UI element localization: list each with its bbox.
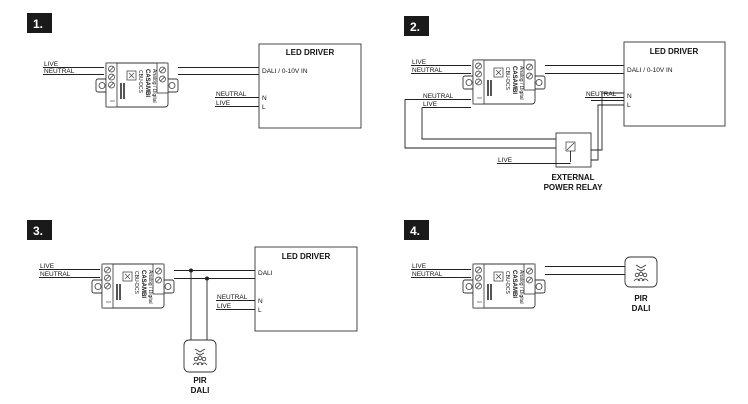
panel-1-driver-n: N [262, 95, 267, 102]
panel-1: 1. LIVE NEUTRAL CASAMBI CBU-DCS Analog /… [27, 13, 362, 129]
panel-2-live-label: LIVE [412, 59, 427, 66]
panel-2-driver-input: DALI / 0-10V IN [627, 67, 673, 74]
panel-3-led-driver [254, 246, 358, 332]
panel-3-driver-title: LED DRIVER [282, 252, 331, 261]
panel-2-badge [404, 16, 429, 36]
panel-3-casambi-module: CASAMBI CBU-DCS Analog / Digital [91, 263, 175, 309]
module-brand: CASAMBI [511, 66, 517, 94]
panel-3-sensor-caption-2: DALI [191, 386, 210, 395]
panel-4: 4. LIVE NEUTRAL CASAMBI CBU-DCS Analog /… [404, 220, 658, 313]
panel-4-pir-sensor [624, 256, 658, 288]
panel-2-neutral-out-label: NEUTRAL [586, 91, 617, 98]
panel-2-neutral-label: NEUTRAL [412, 67, 443, 74]
module-model: CBU-DCS [137, 70, 143, 93]
panel-3-driver-l: L [258, 307, 262, 314]
panel-3-driver-n: N [258, 298, 263, 305]
panel-4-live-label: LIVE [412, 263, 427, 270]
panel-2-neutral-mid-label: NEUTRAL [423, 93, 454, 100]
module-brand: CASAMBI [144, 69, 150, 97]
module-rating: Analog / Digital [151, 69, 157, 103]
panel-1-neutral-label: NEUTRAL [44, 68, 75, 75]
panel-2-casambi-module: CASAMBI CBU-DCS Analog / Digital [462, 59, 546, 105]
panel-1-led-driver [258, 43, 362, 129]
panel-1-live-label: LIVE [44, 61, 59, 68]
panel-4-badge [404, 220, 429, 240]
panel-1-live-out-label: LIVE [216, 100, 231, 107]
panel-3-neutral-out-label: NEUTRAL [217, 294, 248, 301]
panel-3-live-label: LIVE [40, 263, 55, 270]
panel-1-badge [27, 13, 52, 33]
people-icon [192, 355, 208, 366]
panel-2-live-mid-label: LIVE [423, 101, 438, 108]
module-model: CBU-DCS [504, 271, 510, 294]
module-brand: CASAMBI [140, 270, 146, 298]
module-rating: Analog / Digital [147, 270, 153, 304]
panel-2-led-driver [623, 41, 726, 127]
panel-3-badge [27, 220, 52, 240]
panel-4-number: 4. [410, 224, 420, 238]
panel-1-neutral-out-label: NEUTRAL [216, 91, 247, 98]
panel-1-driver-title: LED DRIVER [286, 48, 335, 57]
people-icon [633, 271, 649, 282]
panel-3: 3. LIVE NEUTRAL CASAMBI CBU-DCS Analog /… [27, 220, 358, 395]
panel-4-sensor-caption-1: PIR [634, 294, 648, 303]
panel-4-neutral-label: NEUTRAL [412, 271, 443, 278]
panel-2-driver-title: LED DRIVER [650, 47, 699, 56]
panel-3-pir-sensor [183, 339, 217, 373]
panel-1-driver-input: DALI / 0-10V IN [262, 68, 308, 75]
module-rating: Analog / Digital [518, 270, 524, 304]
panel-1-driver-l: L [262, 104, 266, 111]
panel-2-relay-caption-2: POWER RELAY [544, 183, 603, 192]
panel-4-casambi-module: CASAMBI CBU-DCS Analog / Digital [462, 263, 546, 309]
panel-3-sensor-caption-1: PIR [193, 376, 207, 385]
panel-3-live-out-label: LIVE [217, 303, 232, 310]
panel-3-number: 3. [33, 224, 43, 238]
panel-3-neutral-label: NEUTRAL [40, 271, 71, 278]
panel-2: 2. LIVE NEUTRAL CASAMBI CBU-DCS Analog /… [404, 16, 726, 192]
panel-2-relay-caption-1: EXTERNAL [551, 173, 594, 182]
module-rating: Analog / Digital [518, 66, 524, 100]
panel-3-driver-input: DALI [258, 270, 273, 277]
panel-4-sensor-caption-2: DALI [632, 304, 651, 313]
panel-2-driver-l: L [627, 102, 631, 109]
module-brand: CASAMBI [511, 270, 517, 298]
panel-1-casambi-module: CASAMBI CBU-DCS Analog / Digital [95, 62, 179, 108]
panel-2-number: 2. [410, 20, 420, 34]
panel-2-live-relay-label: LIVE [498, 157, 513, 164]
panel-2-driver-n: N [627, 93, 632, 100]
module-model: CBU-DCS [504, 67, 510, 90]
module-model: CBU-DCS [133, 271, 139, 294]
panel-1-number: 1. [33, 17, 43, 31]
